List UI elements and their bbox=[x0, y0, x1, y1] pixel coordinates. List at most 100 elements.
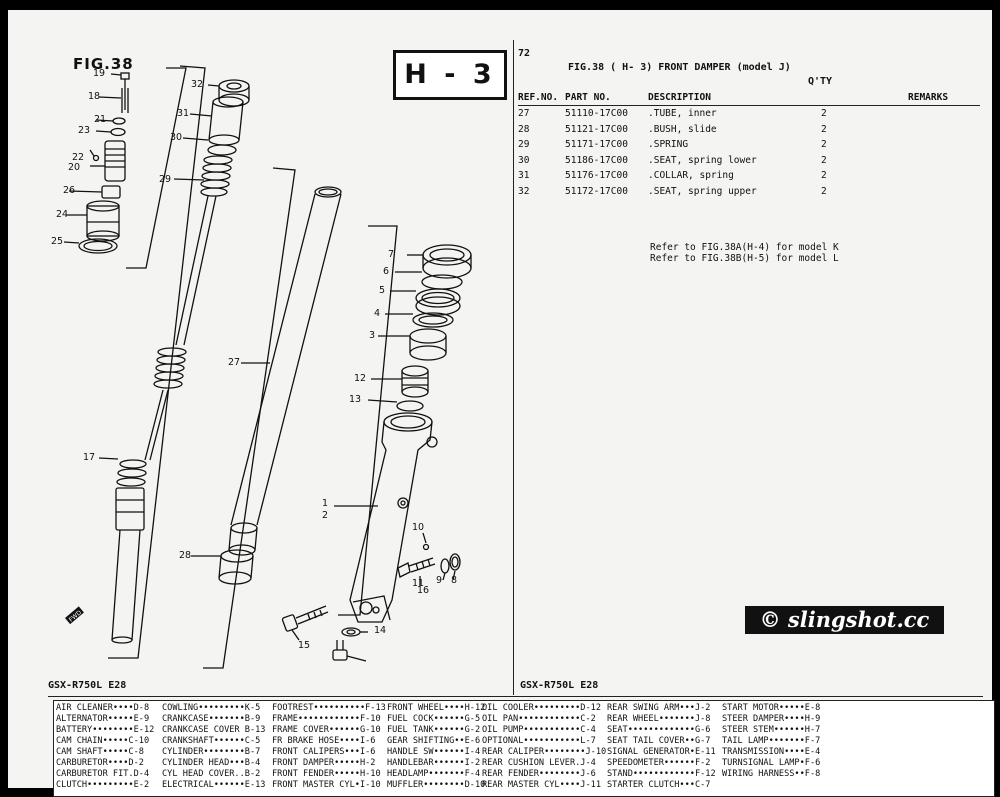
bracket-outline-spring bbox=[108, 65, 206, 659]
cell-qty: 2 bbox=[821, 154, 827, 166]
part-label: 12 bbox=[354, 373, 367, 384]
part-12-bush bbox=[401, 365, 429, 398]
cell-qty: 2 bbox=[821, 108, 827, 119]
cell-part: 51110-17C00 bbox=[565, 108, 628, 119]
figure-label: FIG.38 bbox=[73, 55, 134, 73]
cell-part: 51186-17C00 bbox=[565, 154, 628, 166]
part-7-seal bbox=[422, 244, 472, 279]
part-label: 13 bbox=[349, 394, 362, 405]
part-label: 26 bbox=[63, 185, 76, 196]
index-entry: REAR CUSHION LEVER.J-4 bbox=[482, 758, 596, 768]
page-number: 72 bbox=[518, 48, 531, 59]
part-label: 7 bbox=[388, 249, 395, 260]
cell-desc: .COLLAR, spring bbox=[648, 170, 734, 181]
part-25-oring bbox=[78, 238, 118, 254]
index-entry: TURNSIGNAL LAMP•F-6 bbox=[722, 758, 821, 768]
part-3-bush bbox=[409, 328, 447, 361]
index-entry: FRAME••••••••••••F-10 bbox=[272, 714, 381, 724]
index-entry: FRONT FENDER•••••H-10 bbox=[272, 769, 381, 779]
part-31-collar bbox=[208, 96, 244, 146]
col-remarks-header: REMARKS bbox=[908, 92, 949, 103]
index-entry: FRONT CALIPERS•••I-6 bbox=[272, 747, 376, 757]
index-entry: SEAT•••••••••••••G-6 bbox=[607, 725, 711, 735]
index-entry: CAM CHAIN•••••C-10 bbox=[56, 736, 150, 746]
part-21-washer bbox=[112, 117, 126, 125]
cell-part: 51121-17C00 bbox=[565, 123, 628, 135]
cell-ref: 27 bbox=[518, 108, 530, 119]
part-label: 23 bbox=[78, 125, 91, 136]
part-label: 6 bbox=[383, 266, 390, 277]
part-32-seat-upper bbox=[218, 79, 250, 107]
index-entry: CRANKSHAFT••••••C-5 bbox=[162, 736, 261, 746]
col-ref-header: REF.NO. bbox=[518, 92, 559, 103]
index-entry: WIRING HARNESS••F-8 bbox=[722, 769, 821, 779]
part-9-oring bbox=[449, 553, 461, 571]
part-label: 3 bbox=[369, 330, 376, 341]
panel-divider bbox=[513, 40, 514, 695]
part-5-seal bbox=[415, 288, 461, 316]
cell-qty: 2 bbox=[821, 185, 827, 197]
part-26-nut bbox=[101, 185, 121, 199]
part-6-clip bbox=[421, 274, 463, 290]
index-entry: HANDLE SW••••••I-4 bbox=[387, 747, 481, 757]
cell-desc: .BUSH, slide bbox=[648, 123, 717, 135]
damper-rod bbox=[144, 389, 164, 461]
part-label: 27 bbox=[228, 357, 241, 368]
part-label: 8 bbox=[451, 575, 458, 586]
fwd-arrow: FWD bbox=[65, 606, 84, 625]
part-label: 22 bbox=[72, 152, 85, 163]
part-20-adjuster bbox=[104, 140, 126, 182]
part-label: 1 bbox=[322, 498, 329, 509]
cell-part: 51176-17C00 bbox=[565, 170, 628, 181]
qty-header-top: Q'TY bbox=[808, 76, 833, 87]
part-label: 10 bbox=[412, 522, 425, 533]
part-16-bolt bbox=[281, 605, 329, 632]
cell-ref: 31 bbox=[518, 170, 530, 181]
part-label: 15 bbox=[298, 640, 311, 651]
exploded-diagram: FWD bbox=[63, 65, 472, 669]
part-label: 32 bbox=[191, 79, 204, 90]
part-label: 5 bbox=[379, 285, 386, 296]
part-label: 11 bbox=[412, 578, 425, 589]
index-entry: TRANSMISSION••••E-4 bbox=[722, 747, 821, 757]
index-entry: GEAR SHIFTING••E-6 bbox=[387, 736, 481, 746]
part-15-washer bbox=[341, 627, 361, 637]
index-entry: REAR MASTER CYL••••J-11 bbox=[482, 780, 601, 790]
note-model-l: Refer to FIG.38B(H-5) for model L bbox=[650, 253, 839, 264]
part-22-ball bbox=[92, 154, 100, 162]
section-code-box: H - 3 bbox=[393, 50, 507, 100]
cell-desc: .TUBE, inner bbox=[648, 108, 717, 119]
index-entry: FRAME COVER••••••G-10 bbox=[272, 725, 381, 735]
index-entry: COWLING•••••••••K-5 bbox=[162, 703, 261, 713]
part-28-bush bbox=[218, 549, 254, 585]
index-entry: STEER STEM••••••H-7 bbox=[722, 725, 821, 735]
bracket-outline-tube bbox=[203, 167, 296, 669]
part-label: 4 bbox=[374, 308, 381, 319]
cell-ref: 29 bbox=[518, 139, 530, 150]
cell-ref: 30 bbox=[518, 154, 530, 166]
index-entry: REAR FENDER••••••••J-6 bbox=[482, 769, 596, 779]
cell-desc: .SPRING bbox=[648, 139, 689, 150]
index-entry: CRANKCASE COVER B-13 bbox=[162, 725, 266, 735]
table-row: 30 51186-17C00 .SEAT, spring lower 2 bbox=[518, 155, 980, 171]
cell-desc: .SEAT, spring lower bbox=[648, 154, 757, 166]
index-entry: FUEL COCK••••••G-5 bbox=[387, 714, 481, 724]
part-label: 14 bbox=[374, 625, 387, 636]
index-entry: ALTERNATOR•••••E-9 bbox=[56, 714, 150, 724]
index-entry: STEER DAMPER••••H-9 bbox=[722, 714, 821, 724]
part-label: 16 bbox=[417, 585, 430, 596]
part-24-cap bbox=[86, 200, 120, 242]
index-entry: FOOTREST••••••••••F-13 bbox=[272, 703, 386, 713]
part-30-seat-lower bbox=[207, 144, 237, 156]
figure-title: FIG.38 ( H- 3) FRONT DAMPER (model J) bbox=[568, 62, 791, 73]
col-part-header: PART NO. bbox=[565, 92, 611, 103]
part-label: 29 bbox=[159, 174, 172, 185]
part-label: 18 bbox=[88, 91, 101, 102]
index-entry: OIL PUMP•••••••••••C-4 bbox=[482, 725, 596, 735]
part-13-ring bbox=[396, 400, 424, 412]
index-entry: CYL HEAD COVER..B-2 bbox=[162, 769, 261, 779]
